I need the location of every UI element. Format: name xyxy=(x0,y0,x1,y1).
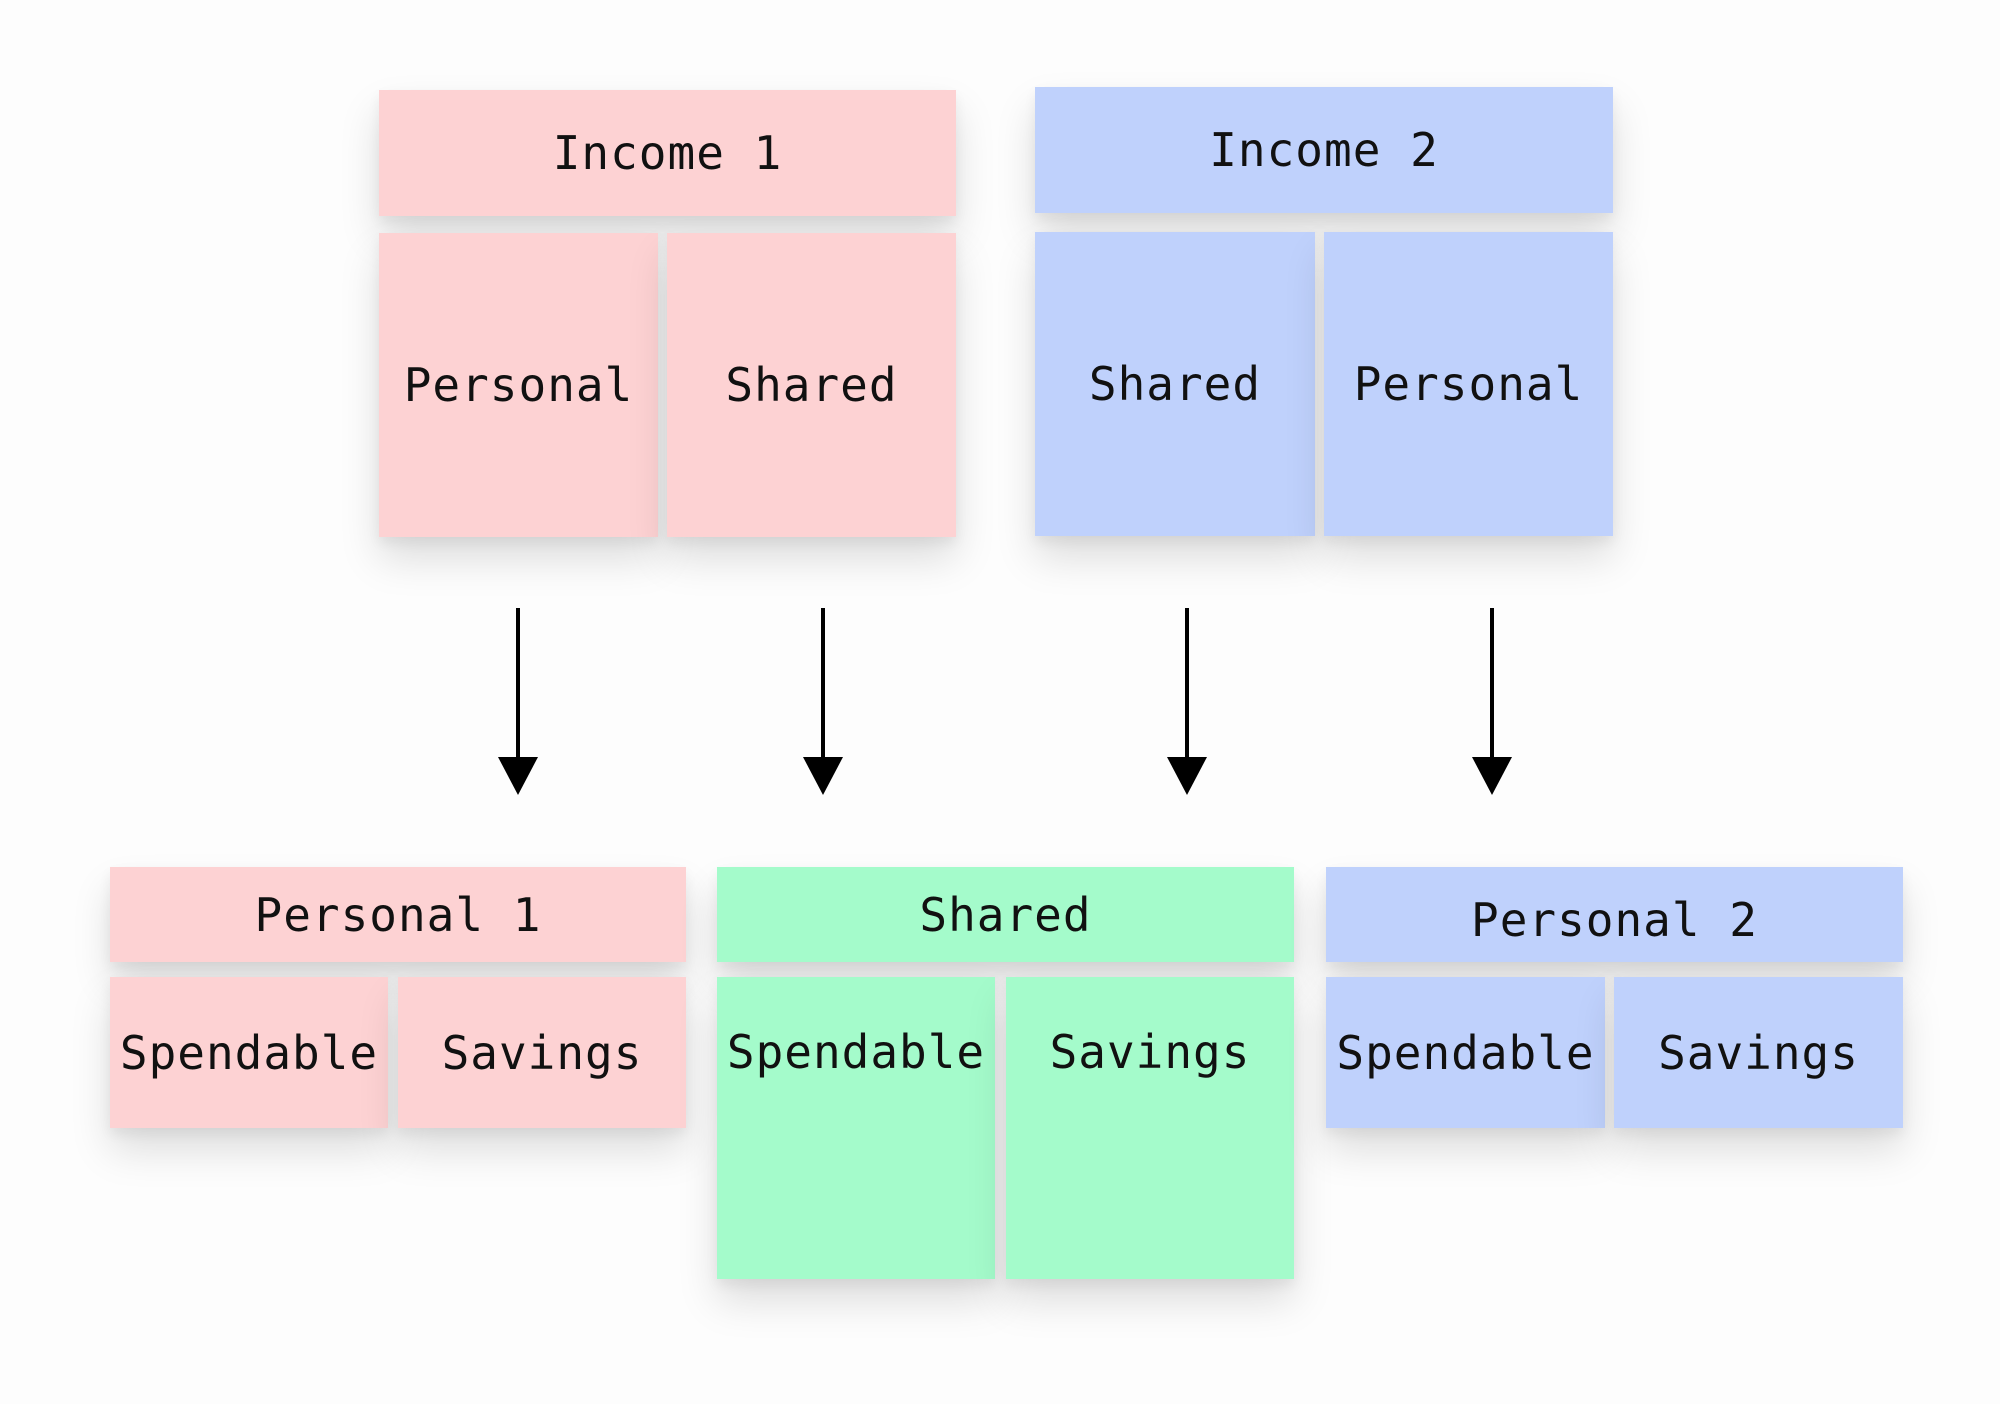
income-2-shared-box: Shared xyxy=(1035,232,1315,536)
personal-2-savings-box: Savings xyxy=(1614,977,1903,1128)
shared-savings-label: Savings xyxy=(1049,1025,1251,1079)
income-1-personal-label: Personal xyxy=(403,358,634,412)
arrow-income-1-shared xyxy=(803,608,843,795)
arrow-income-2-personal xyxy=(1472,608,1512,795)
income-1-shared-box: Shared xyxy=(667,233,956,537)
shared-spendable-box: Spendable xyxy=(717,977,995,1279)
personal-1-savings-box: Savings xyxy=(398,977,686,1128)
income-2-personal-label: Personal xyxy=(1353,357,1584,411)
personal-2-title: Personal 2 xyxy=(1471,892,1758,947)
personal-2-spendable-label: Spendable xyxy=(1336,1025,1595,1080)
income-2-shared-label: Shared xyxy=(1088,357,1262,411)
personal-1-spendable-box: Spendable xyxy=(110,977,388,1128)
personal-1-spendable-label: Spendable xyxy=(119,1025,379,1080)
personal-2-spendable-box: Spendable xyxy=(1326,977,1605,1128)
arrow-income-1-personal xyxy=(498,608,538,795)
income-1-shared-label: Shared xyxy=(725,358,898,412)
income-2-title: Income 2 xyxy=(1209,123,1439,177)
shared-header: Shared xyxy=(717,867,1294,962)
income-1-header: Income 1 xyxy=(379,90,956,216)
personal-1-title: Personal 1 xyxy=(254,887,542,942)
arrow-head xyxy=(803,757,843,795)
arrow-income-2-shared xyxy=(1167,608,1207,795)
arrow-head xyxy=(1167,757,1207,795)
income-2-personal-box: Personal xyxy=(1324,232,1613,536)
personal-1-header: Personal 1 xyxy=(110,867,686,962)
arrow-head xyxy=(1472,757,1512,795)
shared-savings-box: Savings xyxy=(1006,977,1294,1279)
income-1-personal-box: Personal xyxy=(379,233,658,537)
personal-2-header: Personal 2 xyxy=(1326,867,1903,962)
income-2-header: Income 2 xyxy=(1035,87,1613,213)
shared-title: Shared xyxy=(919,887,1092,942)
arrow-head xyxy=(498,757,538,795)
personal-2-savings-label: Savings xyxy=(1658,1025,1859,1080)
personal-1-savings-label: Savings xyxy=(441,1025,643,1080)
shared-spendable-label: Spendable xyxy=(726,1025,986,1079)
income-1-title: Income 1 xyxy=(552,126,783,180)
